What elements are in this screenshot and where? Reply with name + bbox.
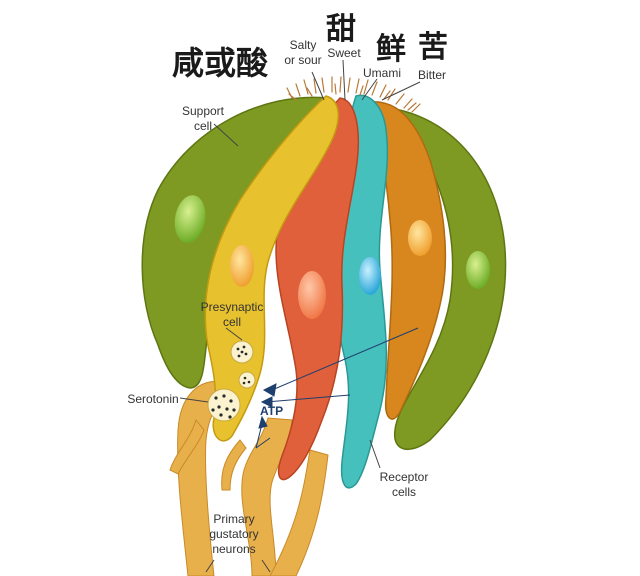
leader-lines [179,59,421,573]
serotonin-vesicles [207,340,256,422]
bitter-nucleus [408,220,432,256]
support-cell-left-nucleus [174,195,206,243]
presynaptic-nucleus [230,245,254,287]
atp-label: ATP [260,404,284,418]
salty-sour-cjk-label: 咸或酸 [172,44,269,82]
sweet-cjk-label: 甜 [326,12,356,47]
support-cell-right [387,106,507,450]
bitter-label: Bitter [417,68,446,82]
serotonin-label: Serotonin [127,392,179,406]
support-cell-right-nucleus [466,251,490,289]
sweet-label: Sweet [327,46,361,60]
atp-arrows[interactable] [255,327,419,449]
umami-nucleus [359,257,381,295]
sweet-nucleus [298,271,326,319]
salty-sour-label: Salty or sour [284,38,322,67]
bitter-cjk-label: 苦 [418,30,448,65]
umami-label: Umami [363,66,401,80]
support-cell-label: Support cell [181,104,225,133]
presynaptic-cell-label: Presynaptic cell [200,300,264,329]
primary-gustatory-neurons [169,380,329,576]
microvilli [286,76,421,113]
primary-gustatory-neurons-label: Primary gustatory neurons [209,512,259,556]
umami-cjk-label: 鲜 [376,32,406,67]
receptor-cells-label: Receptor cells [379,470,429,499]
